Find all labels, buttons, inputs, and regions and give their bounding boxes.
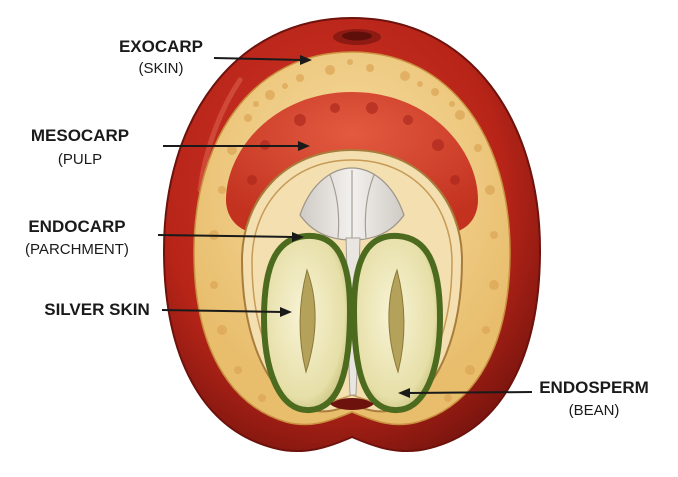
right-bean — [350, 232, 444, 414]
bottom-cleft — [330, 398, 374, 410]
pointer-silver-skin-head — [280, 307, 292, 317]
label-exocarp-sub: (SKIN) — [139, 60, 184, 77]
pointer-endocarp — [157, 234, 295, 238]
label-endosperm-name: ENDOSPERM — [539, 378, 649, 397]
pointer-silver-skin — [161, 309, 283, 313]
label-endocarp: ENDOCARP (PARCHMENT) — [25, 217, 129, 258]
pointer-endosperm-head — [398, 388, 410, 398]
pointer-endocarp-head — [292, 232, 304, 242]
label-endocarp-sub: (PARCHMENT) — [25, 241, 129, 258]
pointer-mesocarp-head — [298, 141, 310, 151]
label-exocarp: EXOCARP (SKIN) — [119, 37, 203, 77]
pointer-exocarp — [213, 57, 303, 61]
label-mesocarp-name: MESOCARP — [31, 126, 129, 145]
pointer-endosperm — [407, 391, 533, 394]
left-bean — [260, 232, 354, 414]
label-exocarp-name: EXOCARP — [119, 37, 203, 56]
label-endosperm: ENDOSPERM (BEAN) — [539, 378, 649, 419]
label-silver-skin: SILVER SKIN — [44, 300, 149, 319]
label-mesocarp: MESOCARP (PULP — [31, 126, 129, 168]
label-endosperm-sub: (BEAN) — [569, 402, 620, 419]
label-mesocarp-sub: (PULP — [58, 151, 102, 168]
label-silver-skin-name: SILVER SKIN — [44, 300, 149, 319]
label-endocarp-name: ENDOCARP — [28, 217, 125, 236]
pointer-exocarp-head — [300, 55, 312, 65]
